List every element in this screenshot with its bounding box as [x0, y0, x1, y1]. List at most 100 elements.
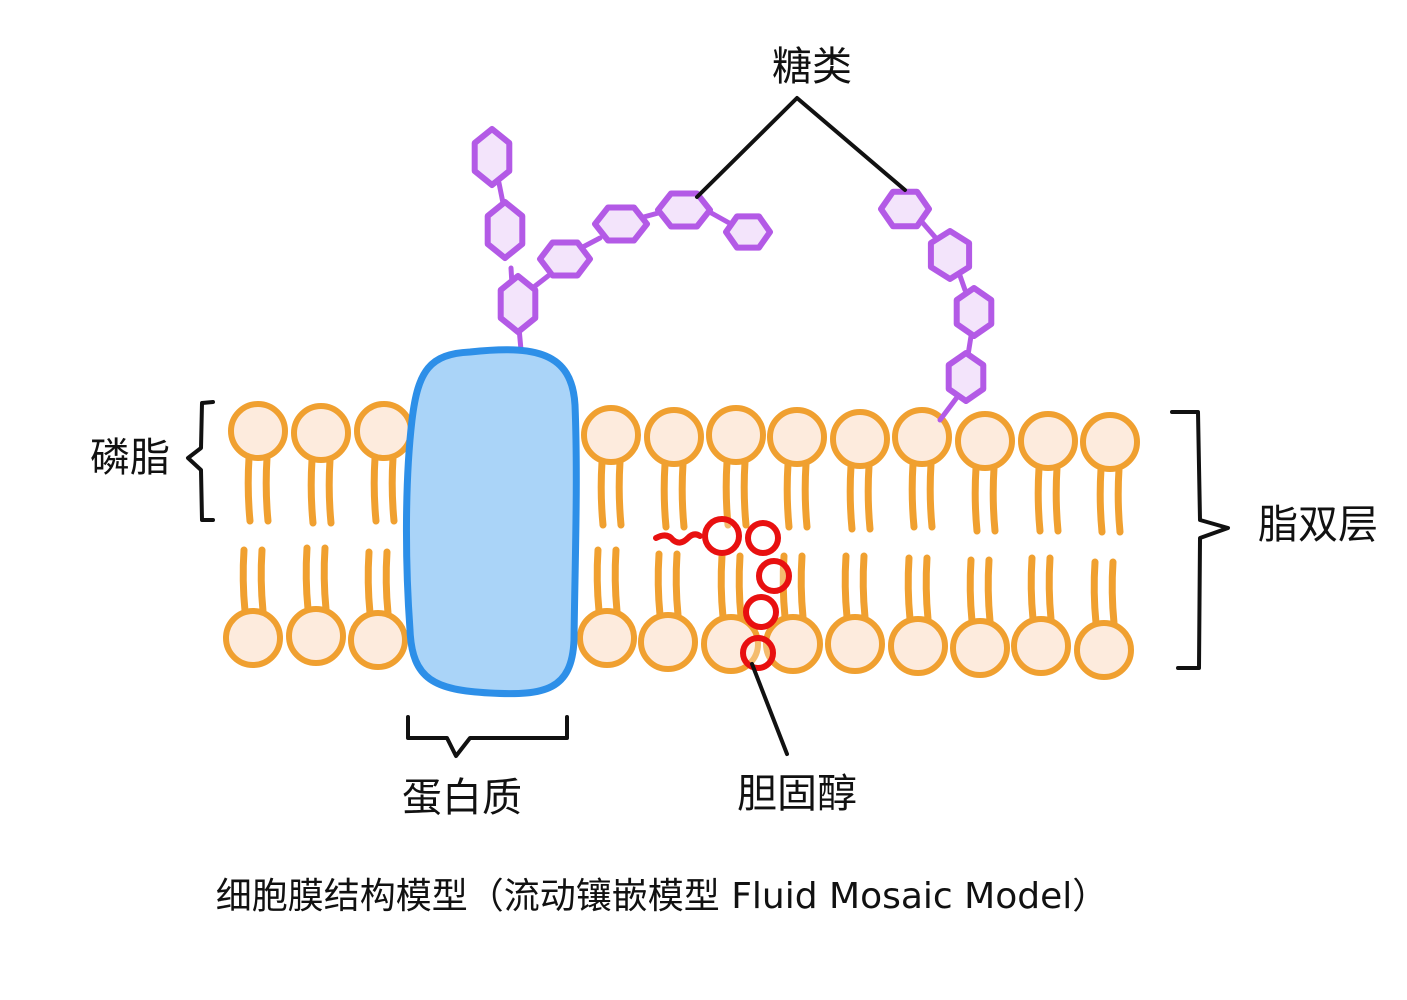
lipid-tail [801, 460, 811, 531]
lipid-tail [908, 460, 918, 531]
sugar-hexagon [878, 188, 932, 230]
phospholipid-top [354, 401, 414, 525]
cholesterol-ring [743, 594, 779, 630]
cholesterol-ring [702, 516, 742, 556]
bilayer-bracket [1170, 410, 1230, 670]
phospholipid-head [888, 616, 948, 676]
cholesterol-molecule [653, 516, 792, 671]
lipid-tail [989, 464, 999, 535]
lipid-tail [797, 552, 807, 621]
phospholipid-head [228, 401, 288, 461]
phospholipid-head [1074, 620, 1134, 680]
label-leader-lines [186, 96, 1230, 758]
phospholipid-bottom [888, 554, 948, 676]
lipid-tail [722, 458, 732, 529]
protein-body [402, 346, 580, 698]
phospholipid-bracket [186, 400, 215, 522]
lipid-tail [971, 464, 981, 535]
lipid-tail [783, 460, 793, 531]
phospholipid-bottom [286, 544, 346, 666]
lipid-tail [257, 546, 267, 615]
phospholipid-top [892, 407, 952, 531]
lipid-tail [1096, 465, 1106, 536]
phospholipid-head [1018, 411, 1078, 471]
lipid-tail [370, 454, 380, 525]
sugar-hexagon [655, 190, 713, 230]
phospholipid-head [706, 405, 766, 465]
carbohydrate-chains [471, 126, 995, 423]
cholesterol-ring [740, 635, 776, 671]
phospholipid-head [767, 407, 827, 467]
sugar-link [496, 180, 506, 206]
label-carbohydrate: 糖类 [772, 44, 852, 90]
phospholipid-head [577, 608, 637, 668]
sugar-hexagon [953, 285, 995, 339]
lipid-tail [864, 462, 874, 533]
lipid-tail [364, 548, 374, 617]
lipid-tail [904, 554, 914, 623]
lipid-tail [615, 458, 625, 529]
sugar-hexagon [927, 228, 973, 282]
phospholipid-top [291, 403, 351, 527]
lipid-tail [1045, 554, 1055, 623]
sugar-hexagon [723, 213, 773, 251]
lipid-tail [382, 548, 392, 617]
phospholipid-head [291, 403, 351, 463]
cholesterol-ring [745, 520, 781, 556]
caption: 细胞膜结构模型（流动镶嵌模型 Fluid Mosaic Model） [216, 876, 1109, 917]
label-lipid-bilayer: 脂双层 [1258, 502, 1378, 548]
label-cholesterol: 胆固醇 [737, 771, 857, 817]
sugar-hexagon [945, 350, 987, 404]
lipid-tail [1027, 554, 1037, 623]
label-protein: 蛋白质 [402, 775, 522, 821]
phospholipid-top [706, 405, 766, 529]
phospholipid-bottom [223, 546, 283, 668]
phospholipid-head [892, 407, 952, 467]
lipid-tail [740, 458, 750, 529]
lipid-tail [611, 546, 621, 615]
phospholipid-head [223, 608, 283, 668]
phospholipid-head [354, 401, 414, 461]
phospholipid-head [763, 614, 823, 674]
phospholipid-bottom [577, 546, 637, 668]
phospholipid-bottom [1074, 558, 1134, 680]
lipid-tail [654, 550, 664, 619]
phospholipid-top [955, 411, 1015, 535]
lipid-tail [717, 552, 727, 621]
phospholipid-top [581, 405, 641, 529]
cholesterol-leader [750, 662, 789, 756]
lipid-tail [926, 460, 936, 531]
lipid-tail [307, 456, 317, 527]
phospholipid-bilayer [223, 401, 1140, 680]
label-phospholipid: 磷脂 [90, 435, 170, 481]
sugar-hexagon [497, 273, 539, 335]
lipid-tail [966, 556, 976, 625]
phospholipid-head [581, 405, 641, 465]
cholesterol-ring [756, 558, 792, 594]
phospholipid-head [638, 612, 698, 672]
lipid-tail [922, 554, 932, 623]
phospholipid-top [228, 401, 288, 525]
lipid-tail [859, 552, 869, 621]
phospholipid-bottom [348, 548, 408, 670]
lipid-tail [984, 556, 994, 625]
lipid-tail [1108, 558, 1118, 627]
sugar-link [937, 393, 961, 423]
lipid-tail [262, 454, 272, 525]
sugar-hexagon [471, 126, 513, 188]
lipid-tail [678, 460, 688, 531]
phospholipid-bottom [825, 552, 885, 674]
carbohydrate-leader [695, 96, 907, 199]
phospholipid-top [767, 407, 827, 531]
phospholipid-head [950, 618, 1010, 678]
phospholipid-head [825, 614, 885, 674]
lipid-tail [388, 454, 398, 525]
lipid-tail [672, 550, 682, 619]
sugar-hexagon [592, 204, 650, 244]
lipid-tail [244, 454, 254, 525]
lipid-tail [239, 546, 249, 615]
protein-bracket [406, 715, 569, 758]
phospholipid-bottom [638, 550, 698, 672]
